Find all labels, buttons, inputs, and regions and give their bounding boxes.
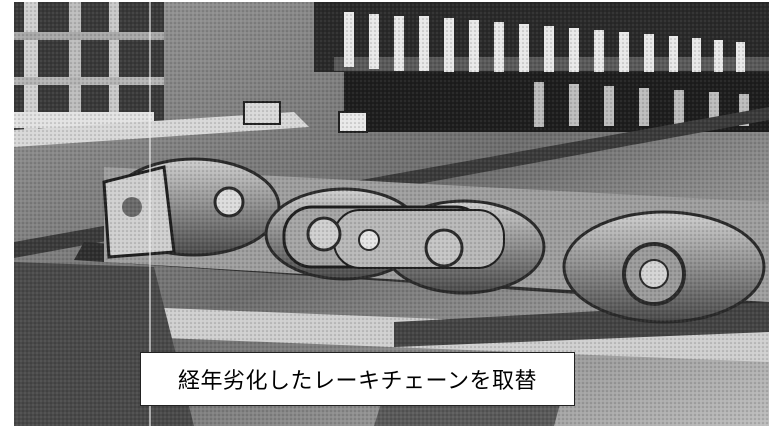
machinery-photo-illustration [14,2,769,426]
photo-crease [149,2,151,426]
caption-box: 経年劣化したレーキチェーンを取替 [140,352,575,406]
photo [14,2,769,426]
caption-text: 経年劣化したレーキチェーンを取替 [178,369,537,394]
